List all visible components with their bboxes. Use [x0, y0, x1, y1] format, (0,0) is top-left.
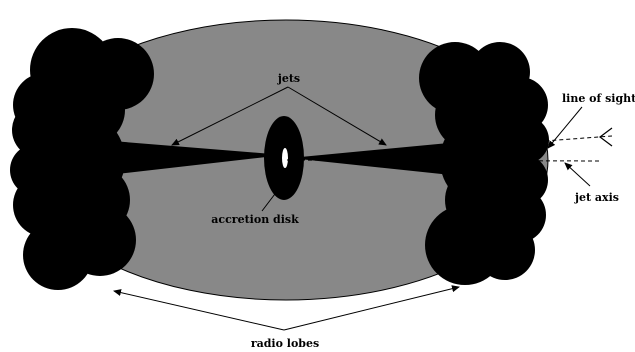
radio-lobe-left — [10, 28, 154, 290]
line-of-sight-line — [286, 135, 613, 161]
jets-label: jets — [277, 72, 300, 85]
accretion-disk-label: accretion disk — [211, 213, 299, 226]
radio-lobes-label: radio lobes — [251, 337, 319, 350]
radio-lobes-arrow-right — [283, 285, 460, 331]
jets-arrow-right — [287, 86, 387, 146]
jet-axis-label: jet axis — [574, 191, 619, 204]
jet-right — [290, 141, 470, 177]
observer-eye-icon — [599, 127, 613, 147]
radio-lobe-right — [419, 42, 549, 285]
jets-arrow-left — [171, 86, 289, 146]
line-of-sight-arrow — [547, 106, 583, 149]
radio-lobes-arrow-left — [113, 289, 285, 331]
jet-axis-arrow — [564, 162, 591, 187]
jet-axis-line — [286, 159, 601, 162]
accretion-disk-arrow — [261, 185, 282, 212]
jet-left — [100, 140, 284, 176]
line-of-sight-label: line of sight — [562, 92, 635, 105]
accretion-disk-core — [282, 148, 288, 168]
